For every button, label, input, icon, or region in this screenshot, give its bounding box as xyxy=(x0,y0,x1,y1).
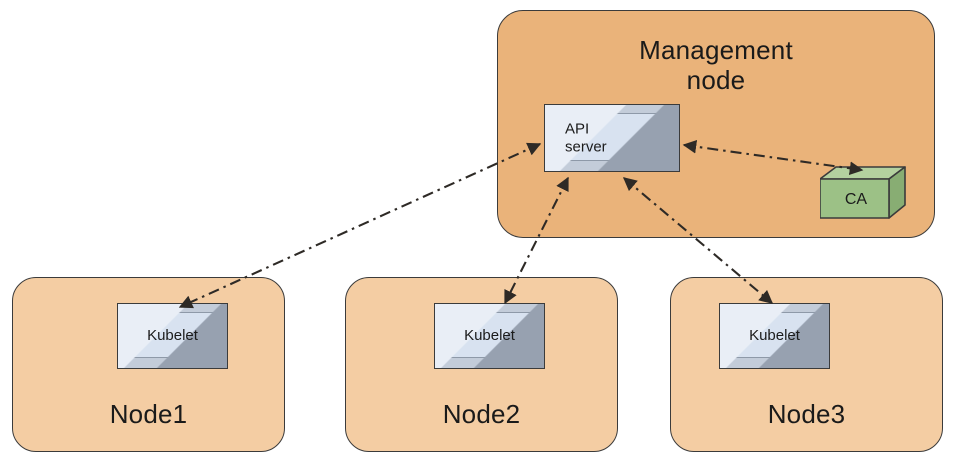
node2-label: Node2 xyxy=(442,398,521,429)
ca-label: CA xyxy=(844,191,868,208)
node1-kubelet-box[interactable]: Kubelet xyxy=(117,303,228,369)
node1-label: Node1 xyxy=(109,398,188,429)
node3-kubelet-label: Kubelet xyxy=(749,327,800,345)
api-server-box[interactable]: API server xyxy=(544,104,680,172)
node1-kubelet-label: Kubelet xyxy=(147,327,198,345)
ca-box[interactable]: CA xyxy=(820,165,906,221)
api-server-label: API server xyxy=(565,120,607,155)
node3-label: Node3 xyxy=(767,398,846,429)
management-node-label: Management node xyxy=(639,35,793,96)
node2-kubelet-box[interactable]: Kubelet xyxy=(434,303,545,369)
node2-kubelet-label: Kubelet xyxy=(464,327,515,345)
node3-kubelet-box[interactable]: Kubelet xyxy=(719,303,830,369)
